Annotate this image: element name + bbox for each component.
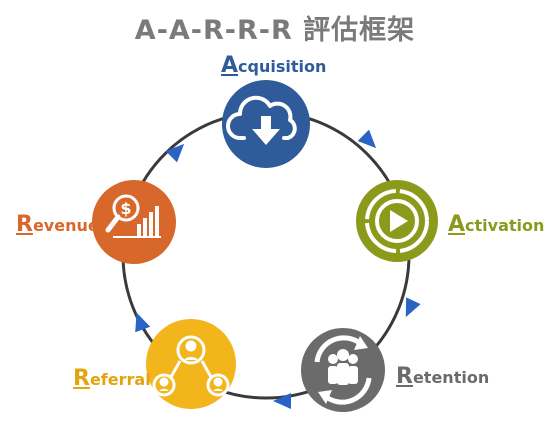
referral-network-icon bbox=[152, 335, 230, 397]
arrow-retention-to-referral bbox=[273, 393, 291, 409]
arrow-revenue-to-acquisition bbox=[165, 143, 185, 163]
node-revenue: $ bbox=[92, 180, 176, 264]
label-acquisition: Acquisition bbox=[221, 53, 327, 78]
node-retention bbox=[301, 328, 385, 412]
label-activation: Activation bbox=[448, 212, 545, 237]
label-revenue: Revenue bbox=[16, 212, 99, 237]
arrow-acquisition-to-activation bbox=[357, 129, 377, 149]
arrow-referral-to-revenue bbox=[135, 312, 151, 333]
svg-text:$: $ bbox=[120, 199, 131, 218]
label-retention: Retention bbox=[396, 364, 490, 389]
diagram-title: A-A-R-R-R 評估框架 bbox=[134, 15, 416, 46]
cycle-arrows bbox=[135, 129, 421, 409]
node-acquisition bbox=[222, 80, 310, 168]
people-cycle-icon bbox=[314, 335, 372, 405]
node-referral bbox=[146, 319, 236, 409]
cloud-download-icon bbox=[226, 95, 297, 145]
arrow-activation-to-retention bbox=[405, 297, 421, 318]
node-activation bbox=[356, 180, 438, 262]
play-target-icon bbox=[365, 189, 429, 253]
dollar-chart-icon: $ bbox=[105, 194, 161, 238]
label-referral: Referral bbox=[73, 366, 151, 391]
